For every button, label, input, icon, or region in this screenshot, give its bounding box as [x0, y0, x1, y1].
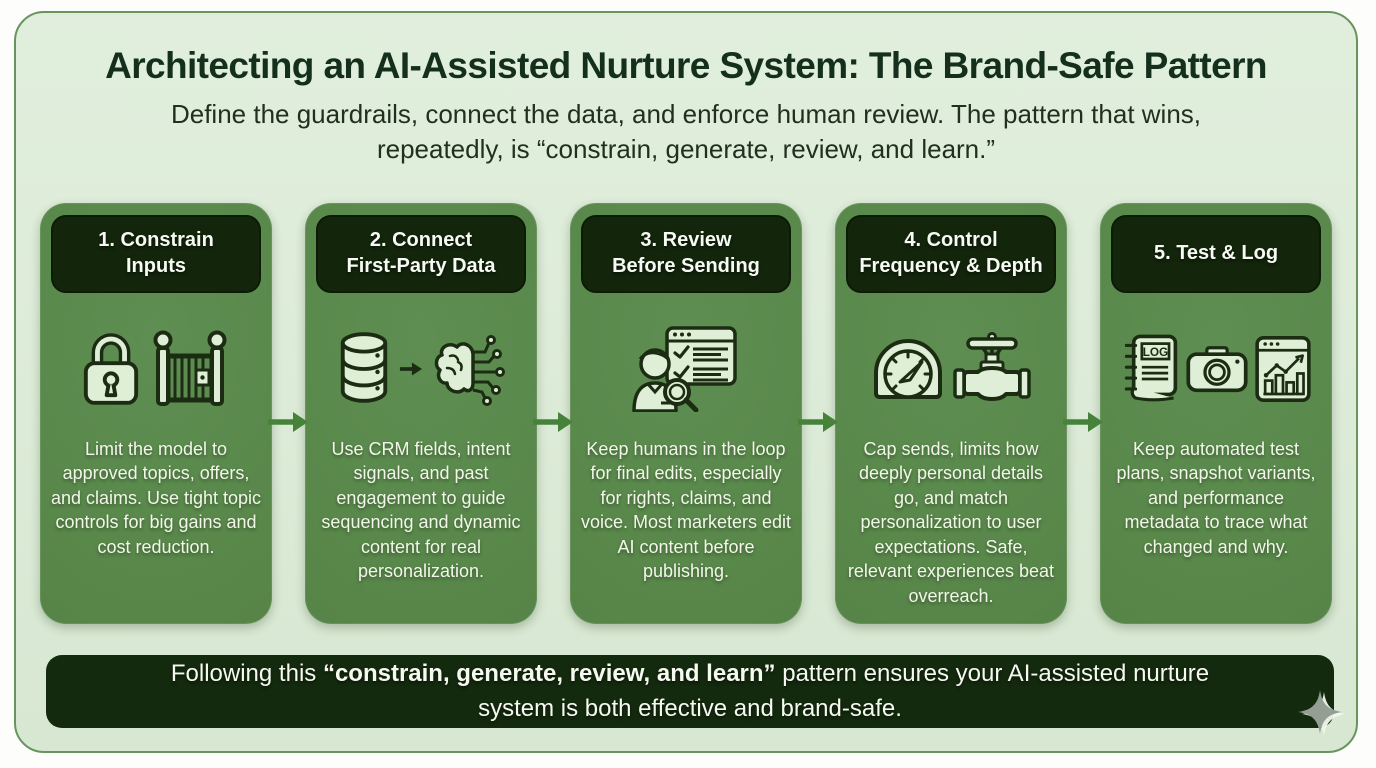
step-header: 4. Control Frequency & Depth	[846, 215, 1056, 293]
step-card-control-frequency: 4. Control Frequency & Depth	[835, 203, 1067, 624]
page-title: Architecting an AI-Assisted Nurture Syst…	[105, 45, 1267, 86]
flow-arrow-icon	[1063, 412, 1103, 432]
step-title-line: 5. Test & Log	[1153, 242, 1279, 265]
ai-brain-circuit-icon	[434, 335, 505, 406]
checklist-window-icon	[665, 326, 737, 386]
review-checklist-icon	[632, 326, 737, 412]
gauge-icon	[873, 339, 942, 399]
sparkle-icon	[1298, 690, 1346, 736]
flow-arrow-icon	[399, 362, 423, 376]
step-header: 5. Test & Log	[1111, 215, 1321, 293]
step-card-connect-data: 2. Connect First-Party Data	[305, 203, 537, 624]
step-description: Cap sends, limits how deeply personal de…	[847, 439, 1055, 606]
flow-arrow-icon	[798, 412, 838, 432]
valve-icon	[952, 332, 1031, 401]
step-title-line: Before Sending	[612, 255, 760, 277]
step-icons	[570, 303, 802, 435]
step-title-line: 3. Review	[640, 229, 732, 252]
conclusion-line-2: system is both effective and brand-safe.	[478, 694, 902, 722]
step-icons: LOG	[1100, 303, 1332, 435]
step-description: Keep humans in the loop for final edits,…	[580, 439, 792, 582]
main-panel: Architecting an AI-Assisted Nurture Syst…	[14, 11, 1358, 753]
step-description: Keep automated test plans, snapshot vari…	[1116, 439, 1316, 557]
step-title-line: 4. Control	[904, 229, 998, 252]
padlock-icon	[83, 333, 138, 405]
step-card-review-before-sending: 3. Review Before Sending	[570, 203, 802, 624]
process-steps-row: 1. Constrain Inputs	[16, 203, 1356, 624]
page-subtitle: Define the guardrails, connect the data,…	[16, 97, 1356, 167]
magnifier-icon	[663, 378, 699, 412]
step-description: Limit the model to approved topics, offe…	[50, 439, 262, 557]
step-title-line: Frequency & Depth	[859, 255, 1043, 277]
flow-arrow-slot	[1063, 203, 1103, 624]
camera-icon	[1186, 346, 1248, 393]
subtitle-line-2: repeatedly, is “constrain, generate, rev…	[376, 133, 996, 164]
conclusion-suffix: pattern ensures your AI-assisted nurture	[775, 660, 1210, 688]
database-icon	[340, 332, 388, 403]
log-book-icon: LOG	[1124, 334, 1178, 402]
step-title-line: 2. Connect	[369, 229, 473, 252]
step-title-line: Inputs	[126, 255, 186, 277]
conclusion-banner: Following this “constrain, generate, rev…	[46, 655, 1334, 728]
flow-arrow-slot	[798, 203, 838, 624]
conclusion-bold-phrase: “constrain, generate, review, and learn”	[322, 660, 776, 688]
log-label: LOG	[1143, 346, 1169, 359]
step-header: 2. Connect First-Party Data	[316, 215, 526, 293]
flow-arrow-slot	[533, 203, 573, 624]
step-card-constrain-inputs: 1. Constrain Inputs	[40, 203, 272, 624]
flow-arrow-icon	[268, 412, 308, 432]
step-icons	[40, 303, 272, 435]
step-title-line: First-Party Data	[346, 255, 496, 277]
step-card-test-and-log: 5. Test & Log LOG	[1100, 203, 1332, 624]
analytics-window-icon	[1255, 336, 1311, 402]
step-title-line: 1. Constrain	[98, 229, 214, 252]
step-header: 3. Review Before Sending	[581, 215, 791, 293]
conclusion-line-1: Following this “constrain, generate, rev…	[171, 657, 1209, 691]
subtitle-line-1: Define the guardrails, connect the data,…	[170, 99, 1202, 129]
step-icons	[835, 303, 1067, 435]
flow-arrow-icon	[533, 412, 573, 432]
step-header: 1. Constrain Inputs	[51, 215, 261, 293]
step-icons	[305, 303, 537, 435]
fence-gate-icon	[153, 330, 226, 406]
step-description: Use CRM fields, intent signals, and past…	[321, 439, 521, 582]
flow-arrow-slot	[268, 203, 308, 624]
conclusion-prefix: Following this	[170, 660, 323, 688]
